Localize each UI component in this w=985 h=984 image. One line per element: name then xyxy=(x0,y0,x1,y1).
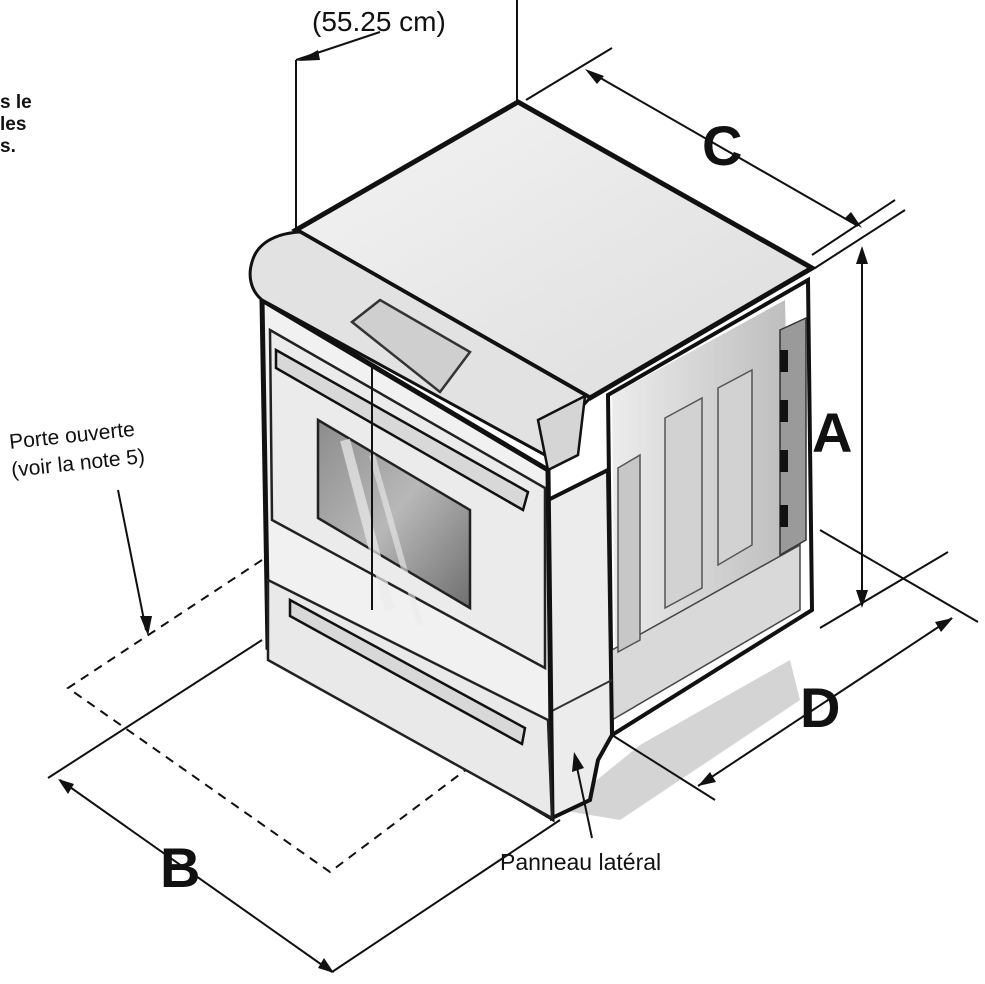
dimension-line-b xyxy=(59,779,333,973)
drawer-handle xyxy=(288,597,527,746)
dimension-label-c: C xyxy=(702,114,743,177)
note-text-line2: les xyxy=(0,114,27,135)
top-measurement-label: (55.25 cm) xyxy=(312,6,446,37)
side-panel-label: Panneau latéral xyxy=(500,849,662,875)
oven-door-handle xyxy=(274,347,530,512)
open-door-footprint xyxy=(66,559,549,874)
control-display xyxy=(349,298,472,394)
dimension-label-d: D xyxy=(800,676,841,739)
cavity-panel xyxy=(664,396,703,610)
note-text-line3: s. xyxy=(0,136,16,157)
dimension-line-c xyxy=(589,71,859,227)
dimension-label-b: B xyxy=(160,836,201,899)
dimension-label-a: A xyxy=(812,401,853,464)
note-text-line1: s le xyxy=(0,92,32,113)
floor-shadow xyxy=(560,660,800,820)
cavity-panel xyxy=(617,453,641,654)
dimension-line-d xyxy=(697,617,953,787)
cavity-panel xyxy=(717,368,753,567)
